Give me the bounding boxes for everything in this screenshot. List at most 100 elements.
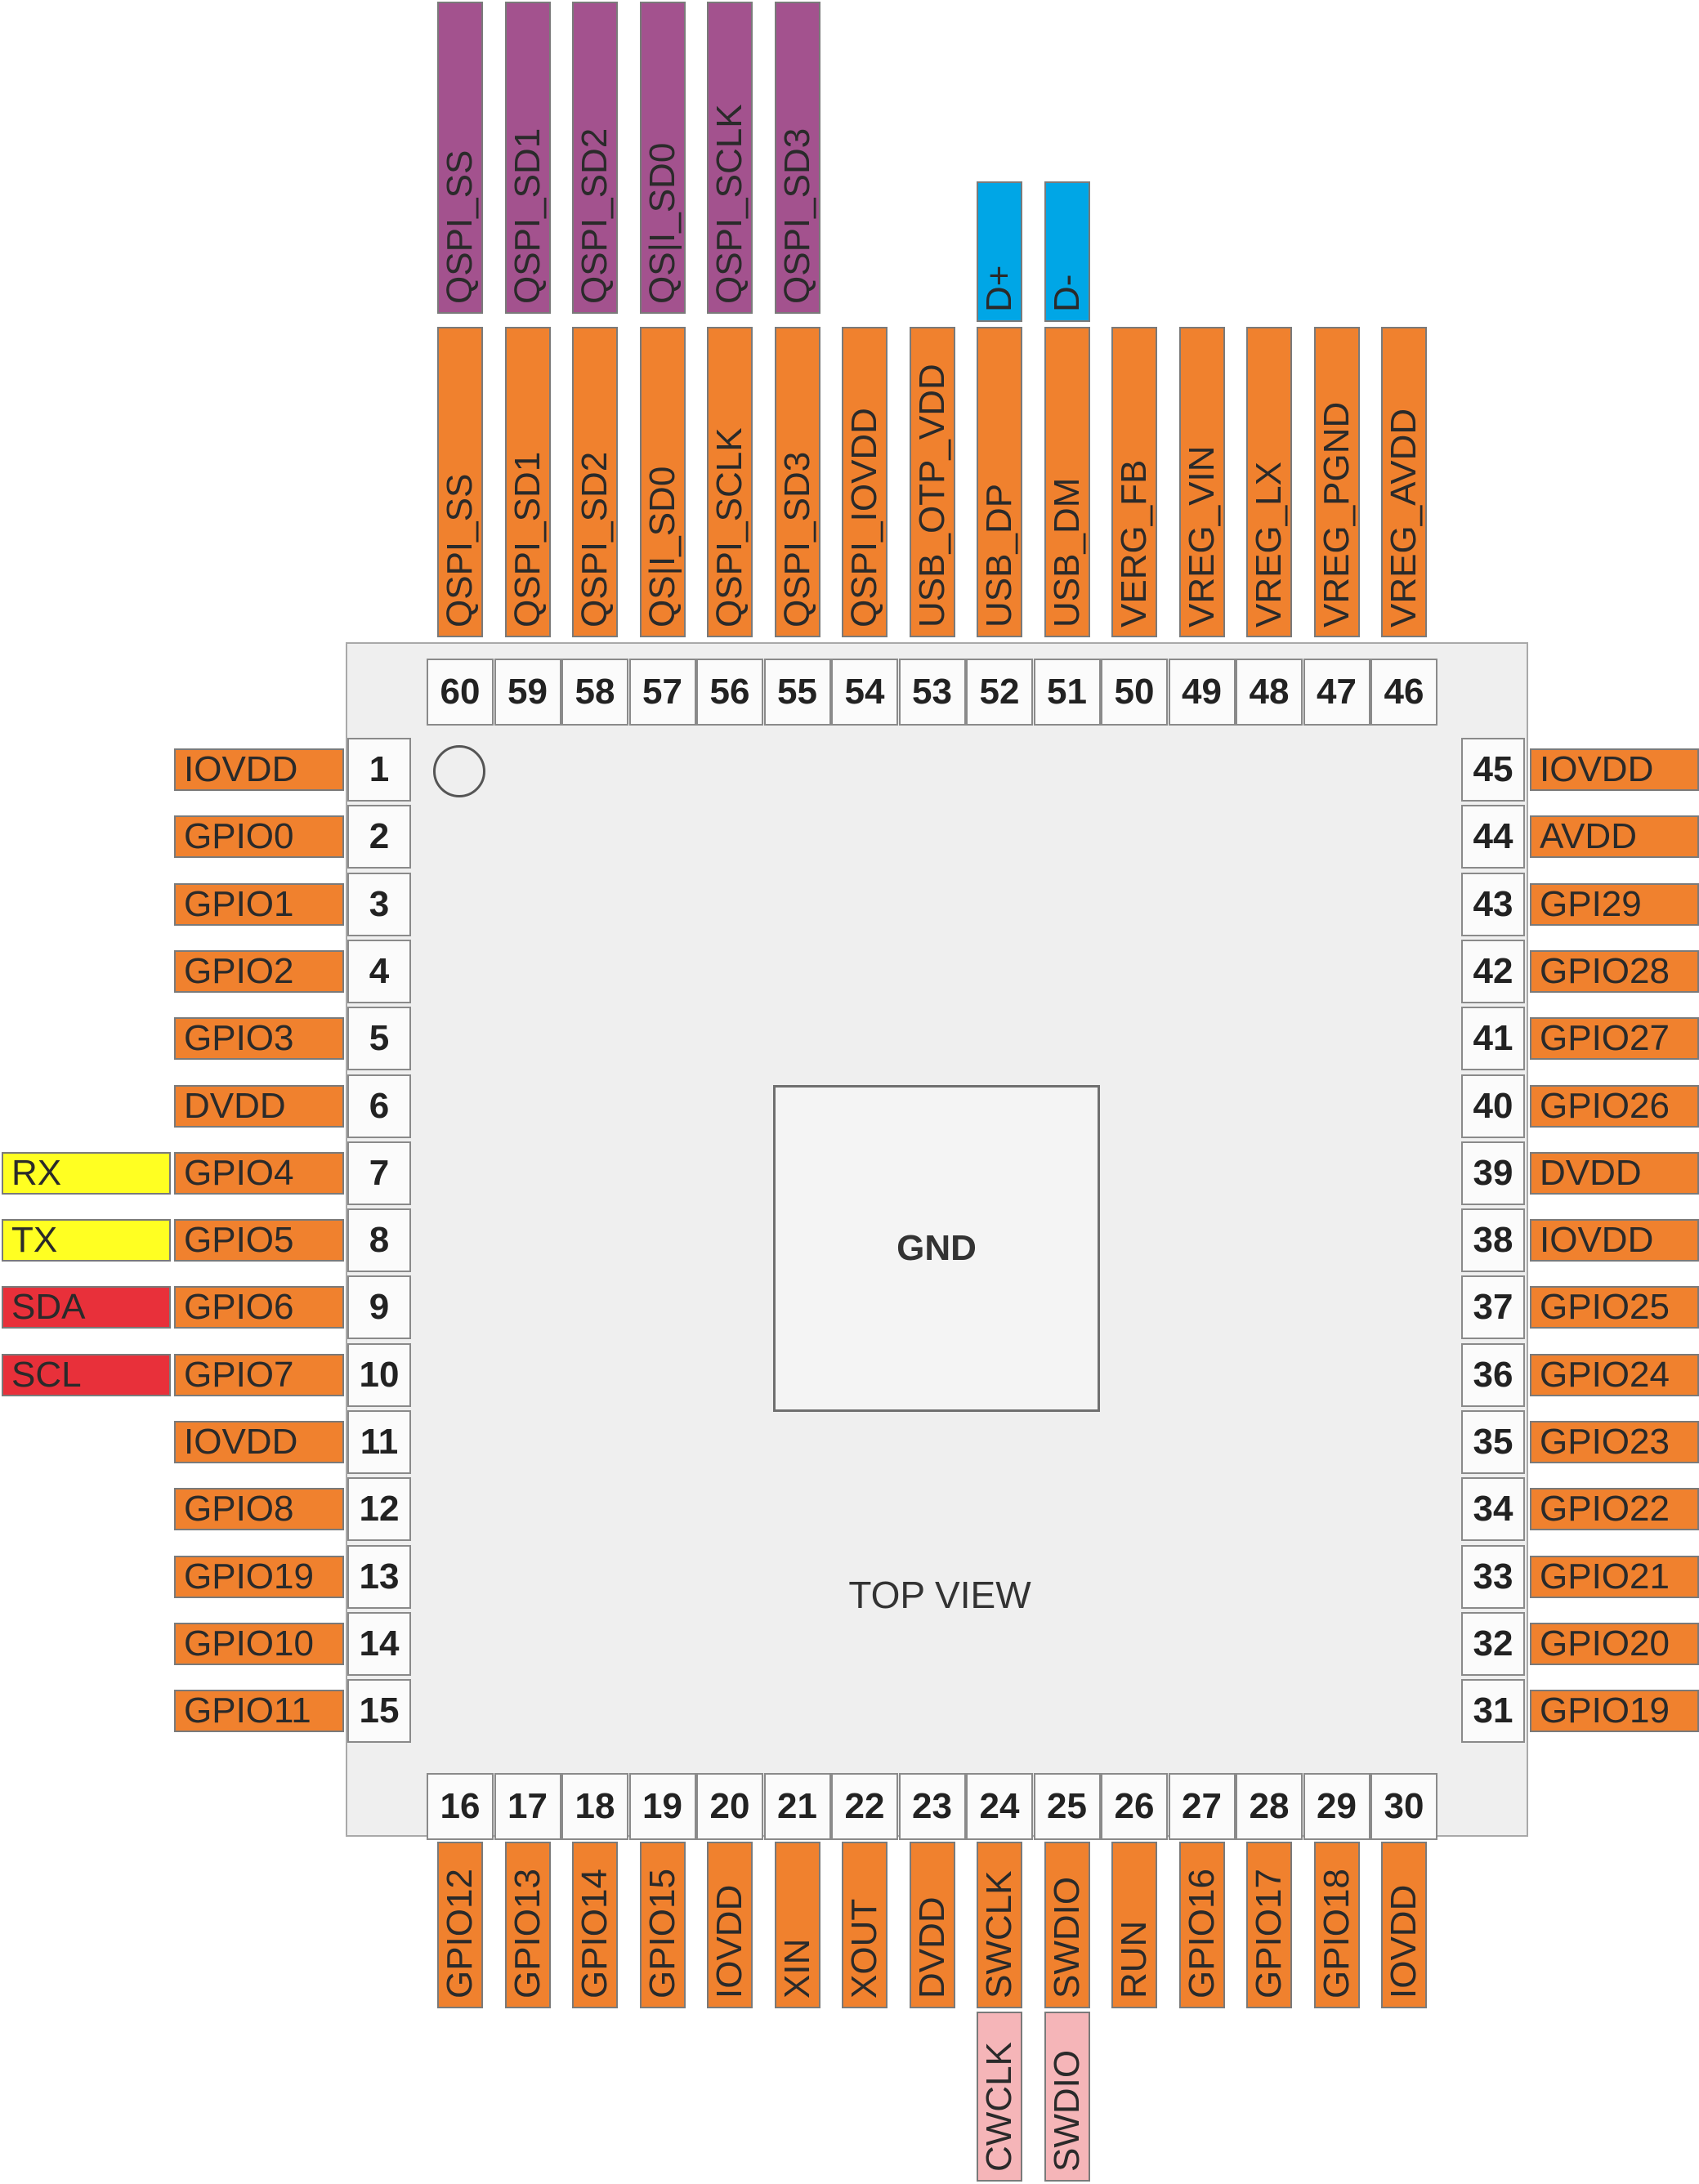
pin-number-31: 31 [1461, 1679, 1525, 1744]
pin-number-36: 36 [1461, 1342, 1525, 1407]
alt-label-pin-55: QSPI_SD3 [774, 2, 820, 314]
pin-number-23: 23 [898, 1773, 966, 1840]
pin-number-7: 7 [347, 1141, 411, 1205]
pin-label-10: GPIO7 [174, 1353, 344, 1396]
top-view-label: TOP VIEW [848, 1574, 1031, 1616]
pin-number-57: 57 [628, 659, 696, 726]
alt-label-pin-57: QS|I_SD0 [639, 2, 686, 314]
pin-label-60: QSPI_SS [437, 327, 483, 637]
pin-label-27: GPIO16 [1178, 1842, 1225, 2008]
pin-label-2: GPIO0 [174, 815, 344, 859]
pin-number-48: 48 [1236, 659, 1303, 726]
pin-label-58: QSPI_SD2 [572, 327, 618, 637]
pin-label-55: QSPI_SD3 [774, 327, 820, 637]
pin-label-28: GPIO17 [1246, 1842, 1292, 2008]
pin-number-22: 22 [831, 1773, 898, 1840]
pin-number-38: 38 [1461, 1208, 1525, 1273]
pin-number-13: 13 [347, 1544, 411, 1609]
pin-label-17: GPIO13 [504, 1842, 551, 2008]
pin-label-49: VREG_VIN [1178, 327, 1225, 637]
pin-number-44: 44 [1461, 805, 1525, 869]
pin-number-18: 18 [561, 1773, 628, 1840]
pin-number-40: 40 [1461, 1074, 1525, 1138]
ground-pad: GND [773, 1085, 1100, 1412]
pin-label-35: GPIO23 [1530, 1421, 1699, 1463]
pin-label-20: IOVDD [707, 1842, 753, 2008]
pin-number-11: 11 [347, 1410, 411, 1474]
pin-label-12: GPIO8 [174, 1488, 344, 1531]
pin-label-1: IOVDD [174, 748, 344, 791]
pin-label-25: SWDIO [1044, 1842, 1090, 2008]
pin-label-51: USB_DM [1044, 327, 1090, 637]
pin-label-37: GPIO25 [1530, 1286, 1699, 1329]
pin-number-28: 28 [1236, 1773, 1303, 1840]
pin-label-38: IOVDD [1530, 1219, 1699, 1262]
pin-number-1: 1 [347, 738, 411, 802]
pin-label-29: GPIO18 [1313, 1842, 1360, 2008]
pin-label-48: VREG_LX [1246, 327, 1292, 637]
pin-number-49: 49 [1168, 659, 1236, 726]
pin-label-13: GPIO19 [174, 1555, 344, 1598]
pin-label-33: GPIO21 [1530, 1555, 1699, 1598]
pin-number-12: 12 [347, 1477, 411, 1542]
pin-label-19: GPIO15 [639, 1842, 686, 2008]
pin-number-41: 41 [1461, 1007, 1525, 1071]
pin-number-35: 35 [1461, 1410, 1525, 1474]
pin-number-54: 54 [831, 659, 898, 726]
pin-number-53: 53 [898, 659, 966, 726]
pin-label-22: XOUT [842, 1842, 888, 2008]
pin-number-9: 9 [347, 1275, 411, 1340]
pin-number-60: 60 [427, 659, 494, 726]
pin-number-37: 37 [1461, 1275, 1525, 1340]
pin-number-10: 10 [347, 1342, 411, 1407]
pin-label-54: QSPI_IOVDD [842, 327, 888, 637]
alt-label-pin-25: SWDIO [1044, 2012, 1090, 2182]
alt-label-pin-58: QSPI_SD2 [572, 2, 618, 314]
pin-number-8: 8 [347, 1208, 411, 1273]
pin-number-29: 29 [1303, 1773, 1370, 1840]
pin-label-18: GPIO14 [572, 1842, 618, 2008]
pin-number-42: 42 [1461, 939, 1525, 1003]
pin-label-41: GPIO27 [1530, 1017, 1699, 1061]
alt-label-pin-51: D- [1044, 181, 1090, 322]
pin-label-7: GPIO4 [174, 1151, 344, 1195]
pin-number-5: 5 [347, 1007, 411, 1071]
pin-label-21: XIN [774, 1842, 820, 2008]
pin-label-46: VREG_AVDD [1381, 327, 1427, 637]
pin-number-39: 39 [1461, 1141, 1525, 1205]
pin-number-2: 2 [347, 805, 411, 869]
pin-number-32: 32 [1461, 1611, 1525, 1676]
pin1-marker [433, 745, 485, 797]
pin-label-57: QS|I_SD0 [639, 327, 686, 637]
pin-label-24: SWCLK [977, 1842, 1022, 2008]
pin-number-59: 59 [494, 659, 561, 726]
pin-number-33: 33 [1461, 1544, 1525, 1609]
alt-label-sda: SDA [2, 1286, 171, 1329]
pin-label-52: USB_DP [977, 327, 1022, 637]
pin-number-46: 46 [1370, 659, 1437, 726]
pin-number-56: 56 [696, 659, 763, 726]
pin-label-43: GPI29 [1530, 882, 1699, 926]
pin-label-40: GPIO26 [1530, 1084, 1699, 1128]
pin-number-19: 19 [628, 1773, 696, 1840]
pin-label-45: IOVDD [1530, 748, 1699, 791]
pin-label-30: IOVDD [1381, 1842, 1427, 2008]
pin-number-45: 45 [1461, 738, 1525, 802]
pin-label-44: AVDD [1530, 815, 1699, 859]
pin-number-21: 21 [763, 1773, 831, 1840]
pin-label-50: VERG_FB [1111, 327, 1157, 637]
alt-label-pin-59: QSPI_SD1 [504, 2, 551, 314]
pin-number-30: 30 [1370, 1773, 1437, 1840]
pin-label-5: GPIO3 [174, 1017, 344, 1061]
pin-label-14: GPIO10 [174, 1622, 344, 1665]
pin-label-59: QSPI_SD1 [504, 327, 551, 637]
pin-number-4: 4 [347, 939, 411, 1003]
pin-label-3: GPIO1 [174, 882, 344, 926]
pin-number-17: 17 [494, 1773, 561, 1840]
alt-label-pin-56: QSPI_SCLK [707, 2, 753, 314]
pin-label-26: RUN [1111, 1842, 1157, 2008]
pin-number-6: 6 [347, 1074, 411, 1138]
pin-number-27: 27 [1168, 1773, 1236, 1840]
pin-label-31: GPIO19 [1530, 1690, 1699, 1733]
